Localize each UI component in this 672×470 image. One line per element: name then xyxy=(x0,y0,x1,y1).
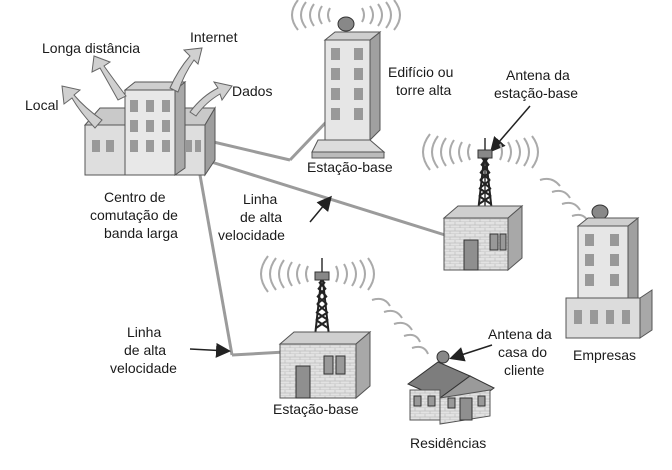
line-center-to-tower xyxy=(204,138,291,162)
line-center-to-station-bottom xyxy=(198,174,234,356)
label-antena-casa-2: casa do xyxy=(498,344,547,360)
arrow-antena-casa xyxy=(449,344,493,362)
label-edificio-2: torre alta xyxy=(396,82,451,98)
tall-building-tower xyxy=(291,0,401,159)
residence-house xyxy=(407,350,495,425)
line-to-station-bottom-end xyxy=(231,350,286,357)
label-centro-1: Centro de xyxy=(104,189,166,205)
arrow-longa-distancia xyxy=(91,55,127,101)
label-linha-mid-2: de alta xyxy=(240,209,282,225)
radio-waves-right xyxy=(539,177,589,223)
label-linha-left-2: de alta xyxy=(124,342,166,358)
label-linha-mid-1: Linha xyxy=(243,191,277,207)
label-linha-mid-3: velocidade xyxy=(218,227,285,243)
central-switching-building xyxy=(83,80,216,177)
label-antena-estacao-1: Antena da xyxy=(506,67,570,83)
label-antena-estacao-2: estação-base xyxy=(494,85,578,101)
line-tower-up xyxy=(288,116,332,162)
arrow-linha-mid xyxy=(309,195,332,223)
label-estacao-base-bottom: Estação-base xyxy=(273,401,359,417)
label-centro-2: comutação de xyxy=(90,207,178,223)
label-centro-3: banda larga xyxy=(104,225,178,241)
arrow-local xyxy=(61,85,103,129)
arrow-dados xyxy=(189,81,233,117)
outgoing-arrows xyxy=(61,47,233,129)
label-internet: Internet xyxy=(190,29,238,45)
radio-waves-house xyxy=(371,297,429,355)
label-longa-distancia: Longa distância xyxy=(42,40,140,56)
arrow-antena-estacao xyxy=(490,105,531,153)
label-residencias: Residências xyxy=(410,435,486,451)
label-antena-casa-3: cliente xyxy=(504,362,545,378)
label-edificio-1: Edifício ou xyxy=(388,64,453,80)
office-building-empresas xyxy=(565,204,653,339)
base-station-bottom xyxy=(260,255,375,400)
label-linha-left-3: velocidade xyxy=(110,360,177,376)
label-empresas: Empresas xyxy=(573,347,636,363)
arrow-internet xyxy=(169,47,203,93)
label-dados: Dados xyxy=(232,83,272,99)
label-local: Local xyxy=(25,97,58,113)
label-antena-casa-1: Antena da xyxy=(488,326,552,342)
base-station-right xyxy=(422,133,539,272)
label-estacao-base-top: Estação-base xyxy=(307,159,393,175)
arrow-linha-left xyxy=(189,342,231,358)
label-linha-left-1: Linha xyxy=(127,324,161,340)
